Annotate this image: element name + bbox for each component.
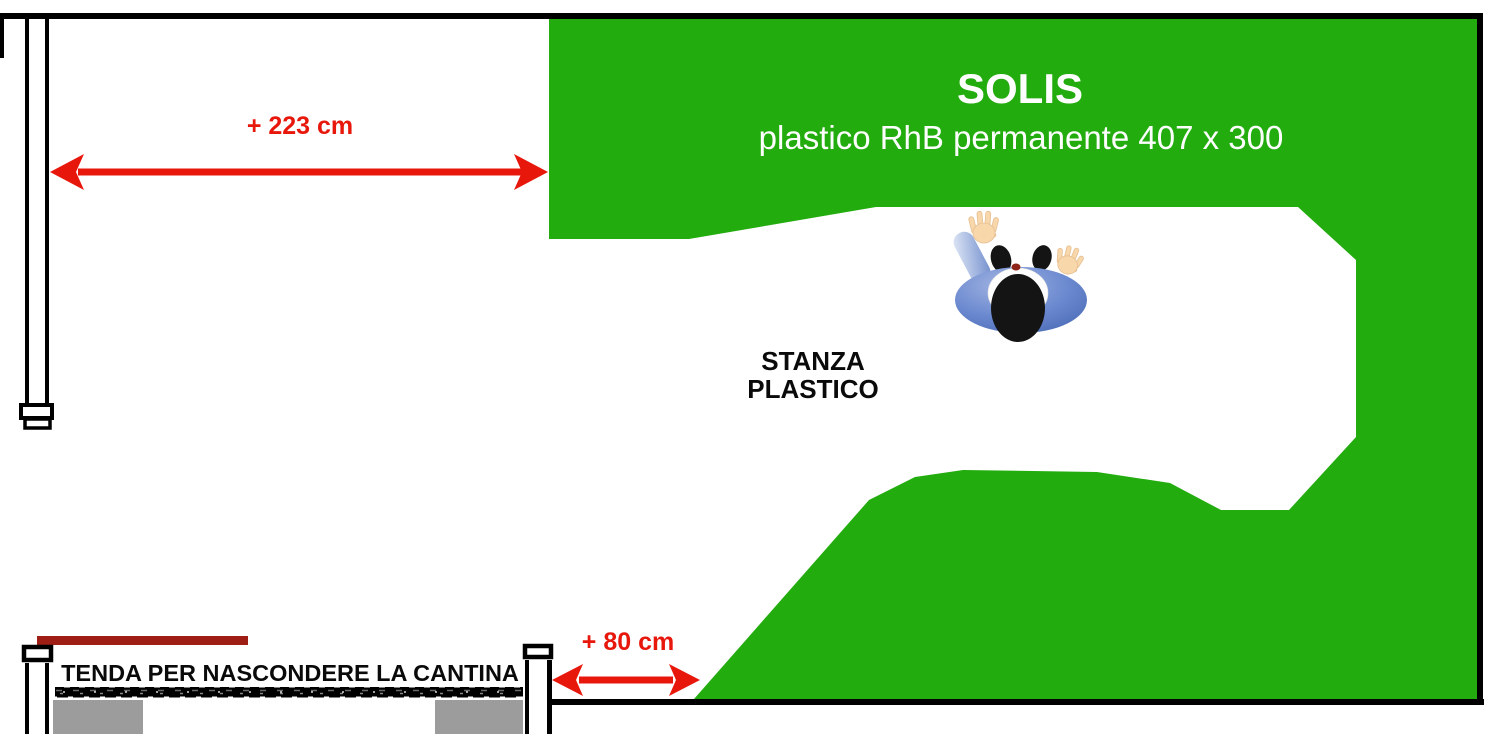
bottom-wall [551, 699, 1484, 705]
left-pillar-line-a [25, 663, 29, 734]
top-wall [0, 13, 1483, 19]
curtain-hatch [55, 687, 523, 698]
person-shoe-right [1032, 245, 1052, 271]
layout-subtitle: plastico RhB permanente 407 x 300 [759, 119, 1284, 156]
person-shoe-left [990, 245, 1012, 273]
curtain-rail-bar [37, 636, 248, 645]
dimension-223: + 223 cm [50, 112, 548, 190]
left-pier-cap-inner [23, 417, 52, 430]
layout-area [549, 19, 1477, 699]
dimension-80-label: + 80 cm [582, 628, 674, 656]
left-pier-cap-outer [19, 403, 54, 420]
cantina-blocks [53, 700, 523, 734]
gray-block-right [435, 700, 523, 734]
gray-block-left [53, 700, 143, 734]
dimension-80: + 80 cm [552, 628, 700, 696]
person-top-view [953, 210, 1087, 342]
left-pier-line-inner [45, 16, 49, 405]
layout-title-group: SOLIS plastico RhB permanente 407 x 300 [759, 65, 1284, 156]
right-wall [1477, 13, 1483, 705]
curtain-label: TENDA PER NASCONDERE LA CANTINA [61, 660, 519, 686]
person-hair [991, 274, 1045, 342]
right-pillar-line-a [525, 660, 529, 734]
person-sleeve-left [953, 231, 991, 283]
arrowhead-right-icon [669, 664, 700, 696]
dimension-223-label: + 223 cm [247, 112, 353, 140]
arrowhead-left-icon [50, 154, 84, 190]
person-hand-right [1056, 245, 1084, 275]
left-pier-line-outer [25, 16, 29, 405]
left-pillar-line-b [45, 663, 49, 734]
left-wall-stub [0, 19, 4, 58]
right-pillar-cap [522, 643, 554, 660]
arrowhead-right-icon [514, 154, 548, 190]
layout-title: SOLIS [957, 65, 1083, 112]
dimension-223-shaft [78, 168, 522, 176]
right-pillar-line-b [547, 660, 552, 734]
room-label-line2: PLASTICO [747, 374, 878, 404]
person-hands [968, 210, 1084, 275]
left-pillar-cap [21, 644, 54, 663]
person-hand-left [968, 210, 999, 244]
person-head-dot [1011, 263, 1021, 271]
walls [0, 13, 1484, 705]
dimension-80-shaft [579, 676, 673, 684]
room-label-line1: STANZA [761, 346, 865, 376]
arrowhead-left-icon [552, 664, 583, 696]
room-label-group: STANZA PLASTICO [747, 346, 878, 404]
